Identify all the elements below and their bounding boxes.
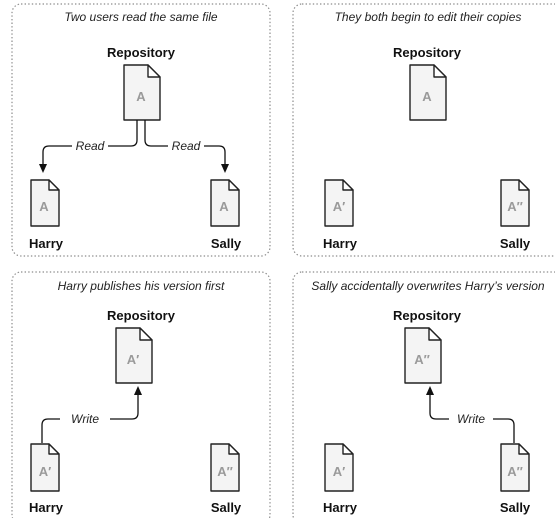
write-label-harry: Write (71, 412, 99, 426)
repository-label: Repository (107, 308, 176, 323)
panel-caption: Harry publishes his version first (58, 279, 225, 293)
svg-text:A″: A″ (217, 464, 233, 479)
svg-text:A: A (39, 199, 49, 214)
harry-document-icon: A′ (324, 443, 354, 492)
panel-border (11, 271, 271, 518)
panel-read: Two users read the same file Repository … (11, 3, 271, 257)
svg-text:A″: A″ (507, 464, 523, 479)
svg-text:A′: A′ (333, 199, 346, 214)
panel-edit: They both begin to edit their copies Rep… (292, 3, 555, 257)
write-arrow-harry (41, 386, 142, 443)
harry-label: Harry (29, 236, 64, 251)
panel-harry-publishes: Harry publishes his version first Reposi… (11, 271, 271, 518)
sally-label: Sally (211, 500, 242, 515)
sally-document-icon: A″ (210, 443, 240, 492)
svg-text:A′: A′ (127, 352, 140, 367)
svg-text:A′: A′ (39, 464, 52, 479)
panel-sally-overwrites: Sally accidentally overwrites Harry’s ve… (292, 271, 555, 518)
write-label-sally: Write (457, 412, 485, 426)
sally-document-icon: A (210, 179, 240, 227)
sally-label: Sally (500, 500, 531, 515)
svg-text:A′: A′ (333, 464, 346, 479)
repository-label: Repository (393, 308, 462, 323)
repository-document-icon: A″ (404, 327, 442, 384)
write-arrow-sally (426, 386, 515, 443)
svg-text:A″: A″ (414, 352, 430, 367)
harry-document-icon: A (30, 179, 60, 227)
read-arrow-sally (144, 120, 229, 173)
panel-border (292, 271, 555, 518)
harry-document-icon: A′ (324, 179, 354, 227)
sally-label: Sally (500, 236, 531, 251)
repository-document-icon: A (409, 64, 447, 121)
svg-text:A: A (219, 199, 229, 214)
harry-label: Harry (29, 500, 64, 515)
svg-text:A: A (422, 89, 432, 104)
read-label-sally: Read (172, 139, 201, 153)
repository-document-icon: A′ (115, 327, 153, 384)
repository-document-icon: A (123, 64, 161, 121)
panel-caption: Sally accidentally overwrites Harry’s ve… (311, 279, 545, 293)
svg-text:A: A (136, 89, 146, 104)
sally-document-icon: A″ (500, 179, 530, 227)
sally-document-icon: A″ (500, 443, 530, 492)
repository-label: Repository (393, 45, 462, 60)
panel-caption: Two users read the same file (64, 10, 218, 24)
read-arrow-harry (39, 120, 138, 173)
harry-document-icon: A′ (30, 443, 60, 492)
panel-caption: They both begin to edit their copies (335, 10, 522, 24)
panel-border (292, 3, 555, 257)
panel-border (11, 3, 271, 257)
sally-label: Sally (211, 236, 242, 251)
svg-text:A″: A″ (507, 199, 523, 214)
harry-label: Harry (323, 500, 358, 515)
repository-label: Repository (107, 45, 176, 60)
harry-label: Harry (323, 236, 358, 251)
read-label-harry: Read (76, 139, 105, 153)
